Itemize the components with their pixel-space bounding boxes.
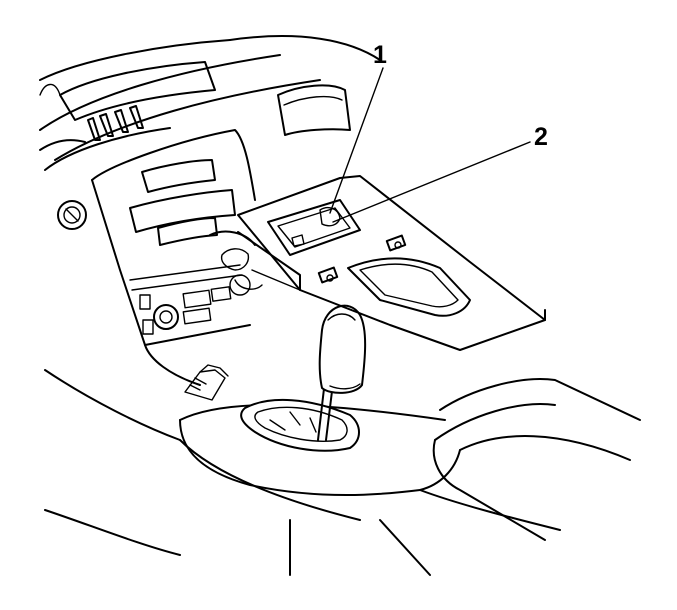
console-body <box>44 369 641 576</box>
center-stack <box>91 129 256 386</box>
bracket-harness <box>209 230 301 291</box>
gear-shifter <box>240 304 367 452</box>
leader-line-2 <box>332 141 531 223</box>
ignition-switch <box>57 200 87 230</box>
rear-console-tray <box>237 175 546 351</box>
callout-leaders <box>329 67 531 223</box>
leader-line-1 <box>329 67 384 214</box>
wiring-connector <box>184 364 229 401</box>
dashboard-upper <box>39 35 381 171</box>
callout-label-2: 2 <box>534 123 548 151</box>
callout-label-1: 1 <box>373 41 387 69</box>
